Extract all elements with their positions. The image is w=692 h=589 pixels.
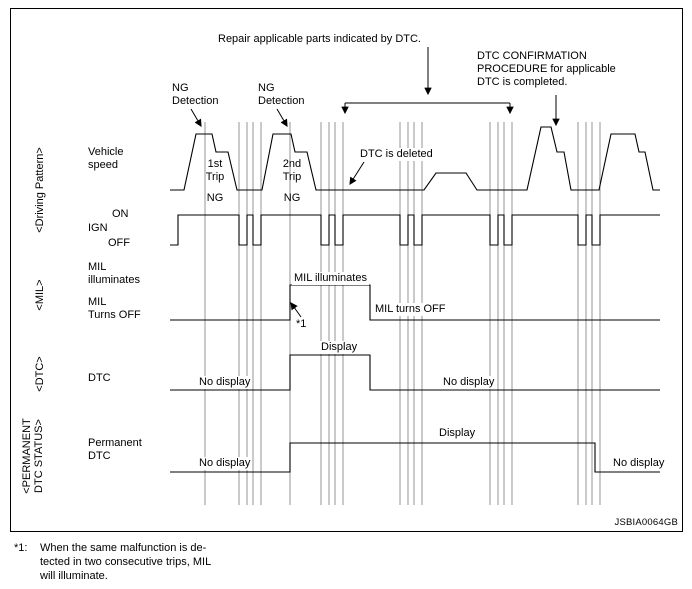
mil-turns-off-row-label: MIL Turns OFF — [88, 296, 141, 322]
ign-label: IGN — [88, 222, 108, 234]
ng-detection-2: NG Detection — [258, 82, 304, 108]
trip1-ng-label: NG — [206, 192, 224, 204]
figure-code: JSBIA0064GB — [614, 517, 678, 528]
ng1-arrow — [190, 108, 202, 127]
ng-detection-1: NG Detection — [172, 82, 218, 108]
ng2-line2: Detection — [258, 95, 305, 107]
confirmation-line3: DTC is completed. — [477, 76, 568, 88]
mil-turns-off-annotation: MIL turns OFF — [373, 303, 448, 316]
vehicle-speed-waveform — [170, 126, 660, 191]
side-label-driving-pattern: <Driving Pattern> — [34, 147, 46, 233]
mil-off-line2: Turns OFF — [88, 309, 141, 321]
trip2-label: 2nd Trip — [276, 158, 308, 184]
permanent-dtc-row-label: Permanent DTC — [88, 437, 142, 463]
confirmation-annotation: DTC CONFIRMATION PROCEDURE for applicabl… — [477, 50, 616, 89]
footnote-line3: will illuminate. — [40, 570, 108, 582]
confirmation-line2: PROCEDURE for applicable — [477, 63, 616, 75]
footnote-marker: *1: — [14, 542, 28, 554]
mil-illum-line2: illuminates — [88, 274, 140, 286]
trip1-line1: 1st — [207, 158, 223, 170]
perm-no-display-1: No display — [197, 457, 253, 470]
side-label-dtc: <DTC> — [34, 356, 46, 392]
mil-waveform — [170, 284, 660, 321]
dtc-row-label: DTC — [88, 372, 111, 384]
dtc-no-display-2: No display — [441, 376, 497, 389]
side-permanent-line1: <PERMANENT — [21, 418, 33, 494]
side-label-mil: <MIL> — [34, 279, 46, 311]
confirmation-line1: DTC CONFIRMATION — [477, 50, 587, 62]
vehicle-line2: speed — [88, 159, 118, 171]
mil-illuminates-annotation: MIL illuminates — [292, 272, 369, 285]
dtc-deleted-arrow — [349, 161, 365, 185]
ng1-line1: NG — [172, 82, 189, 94]
footnote-text: When the same malfunction is de- tected … — [40, 541, 211, 583]
mil-illuminates-row-label: MIL illuminates — [88, 261, 140, 287]
trip1-line2: Trip — [205, 171, 225, 183]
repair-annotation: Repair applicable parts indicated by DTC… — [218, 33, 421, 45]
permanent-dtc-waveform — [170, 442, 660, 473]
footnote-line2: tected in two consecutive trips, MIL — [40, 556, 212, 568]
vehicle-line1: Vehicle — [88, 146, 124, 158]
ign-off-label: OFF — [108, 237, 130, 249]
ign-on-label: ON — [112, 208, 129, 220]
star1-arrow — [290, 302, 302, 318]
diagram-border — [10, 8, 683, 532]
trip2-ng-label: NG — [283, 192, 301, 204]
trip2-line2: Trip — [282, 171, 302, 183]
dtc-no-display-1: No display — [197, 376, 253, 389]
ng1-line2: Detection — [172, 95, 219, 107]
trip2-line1: 2nd — [282, 158, 302, 170]
ng2-line1: NG — [258, 82, 275, 94]
ign-waveform — [170, 214, 660, 246]
side-label-permanent-dtc-status: <PERMANENT DTC STATUS> — [21, 418, 45, 494]
perm-no-display-2: No display — [611, 457, 667, 470]
star1-label: *1 — [296, 318, 307, 330]
footnote-line1: When the same malfunction is de- — [40, 542, 207, 554]
dtc-display: Display — [319, 341, 360, 354]
side-permanent-line2: DTC STATUS> — [33, 419, 45, 493]
mil-off-line1: MIL — [88, 296, 107, 308]
dtc-waveform — [170, 354, 660, 391]
dtc-deleted-annotation: DTC is deleted — [358, 148, 435, 161]
trip1-label: 1st Trip — [199, 158, 231, 184]
permanent-line2: DTC — [88, 450, 111, 462]
vehicle-speed-label: Vehicle speed — [88, 146, 123, 172]
mil-illum-line1: MIL — [88, 261, 107, 273]
perm-display: Display — [437, 427, 478, 440]
ng2-arrow — [276, 108, 288, 127]
permanent-line1: Permanent — [88, 437, 142, 449]
